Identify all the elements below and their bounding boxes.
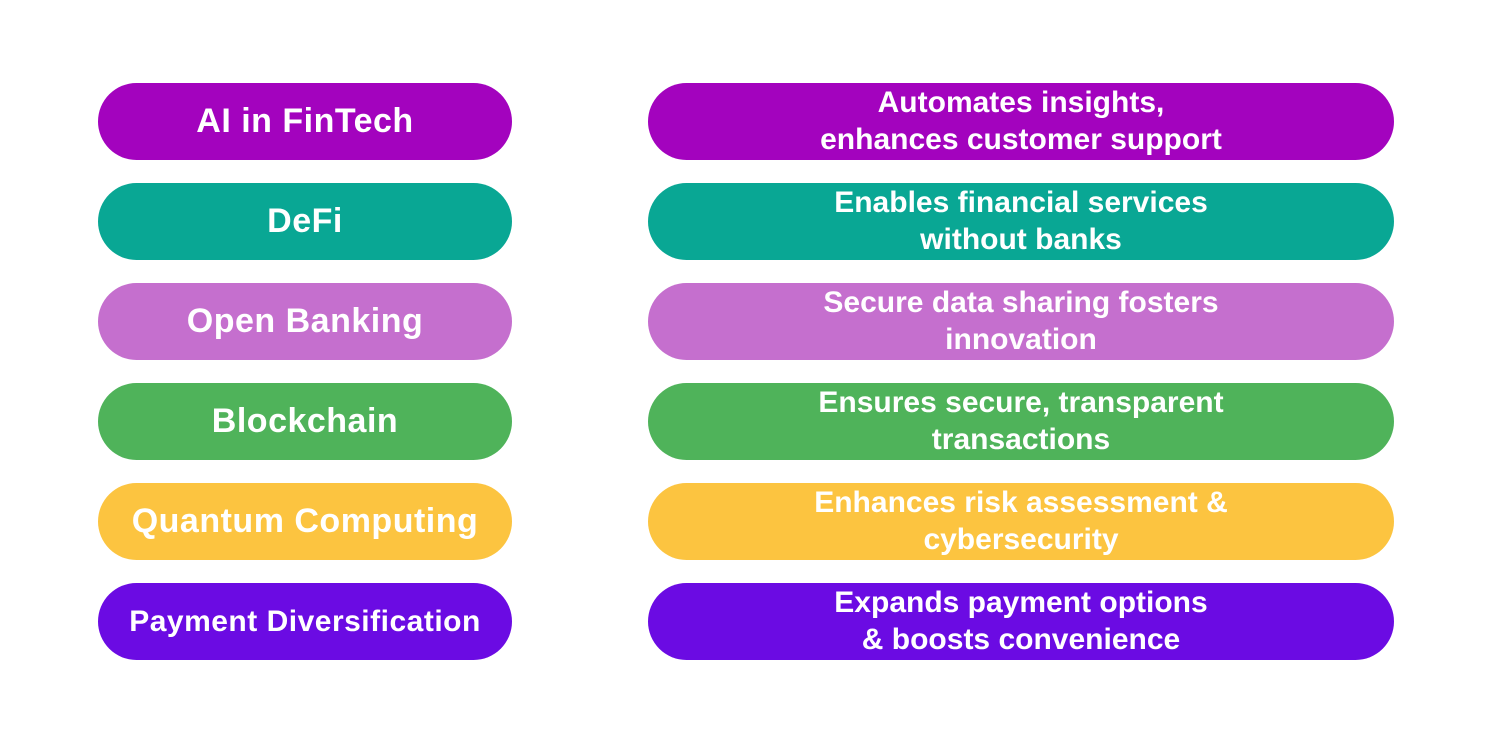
topic-pill-blockchain: Blockchain (98, 383, 512, 460)
description-label-open-banking: Secure data sharing fosters innovation (823, 285, 1219, 356)
description-label-ai-in-fintech: Automates insights, enhances customer su… (820, 85, 1222, 156)
description-pill-defi: Enables financial services without banks (648, 183, 1394, 260)
description-pill-open-banking: Secure data sharing fosters innovation (648, 283, 1394, 360)
topic-label-ai-in-fintech: AI in FinTech (196, 102, 414, 140)
description-pill-quantum-computing: Enhances risk assessment & cybersecurity (648, 483, 1394, 560)
topic-label-quantum-computing: Quantum Computing (131, 502, 479, 540)
topic-pill-payment-diversification: Payment Diversification (98, 583, 512, 660)
topic-label-open-banking: Open Banking (186, 302, 424, 340)
topic-pill-defi: DeFi (98, 183, 512, 260)
description-label-defi: Enables financial services without banks (834, 185, 1208, 256)
description-label-blockchain: Ensures secure, transparent transactions (818, 385, 1224, 456)
description-pill-payment-diversification: Expands payment options & boosts conveni… (648, 583, 1394, 660)
description-pill-blockchain: Ensures secure, transparent transactions (648, 383, 1394, 460)
description-label-payment-diversification: Expands payment options & boosts conveni… (834, 585, 1208, 656)
topic-pill-quantum-computing: Quantum Computing (98, 483, 512, 560)
topic-pill-ai-in-fintech: AI in FinTech (98, 83, 512, 160)
topic-label-defi: DeFi (267, 202, 343, 240)
descriptions-column: Automates insights, enhances customer su… (648, 83, 1394, 660)
topic-label-blockchain: Blockchain (211, 402, 399, 440)
description-pill-ai-in-fintech: Automates insights, enhances customer su… (648, 83, 1394, 160)
topics-column: AI in FinTech DeFi Open Banking Blockcha… (98, 83, 512, 660)
topic-label-payment-diversification: Payment Diversification (129, 604, 481, 638)
topic-pill-open-banking: Open Banking (98, 283, 512, 360)
description-label-quantum-computing: Enhances risk assessment & cybersecurity (814, 485, 1228, 556)
